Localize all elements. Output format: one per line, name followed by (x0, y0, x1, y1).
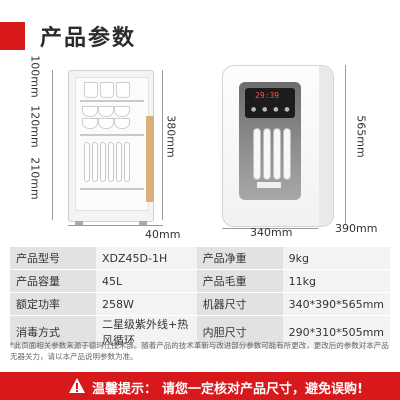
dim-depth-right: 390mm (335, 222, 378, 235)
cabinet-interior (75, 77, 154, 211)
rack (80, 188, 144, 190)
brand-logo (257, 182, 281, 188)
plate (116, 142, 122, 182)
dim-line-left (52, 70, 53, 220)
cup (84, 82, 98, 98)
dim-depth: 40mm (145, 228, 181, 241)
product-illustration: 100mm 120mm 210mm 380mm (0, 55, 400, 241)
plate (124, 142, 130, 182)
cup (116, 82, 130, 98)
dim-line-depth (68, 225, 163, 226)
spec-value: 258W (96, 292, 197, 316)
cutting-board (146, 116, 154, 202)
dim-line-height-right (345, 65, 346, 225)
warning-icon (69, 378, 85, 393)
bowl (82, 118, 98, 129)
bowl (98, 106, 114, 117)
control-panel: 29:39 ● ● ● ● (245, 88, 295, 118)
table-row: 产品型号 XDZ45D-1H 产品净重 9kg (10, 247, 390, 270)
dim-width: 340mm (250, 226, 293, 239)
panel-buttons: ● ● ● ● (251, 106, 292, 113)
rack (80, 134, 144, 136)
dish (263, 128, 271, 180)
table-row: 产品容量 45L 产品毛重 11kg (10, 269, 390, 293)
spec-value: 9kg (282, 247, 390, 270)
cabinet-foot (75, 221, 83, 225)
plate (92, 142, 98, 182)
spec-key: 机器尺寸 (196, 292, 283, 316)
spec-value: 340*390*565mm (282, 292, 390, 316)
cabinet-closed: 29:39 ● ● ● ● (222, 65, 334, 227)
table-row: 额定功率 258W 机器尺寸 340*390*565mm (10, 292, 390, 316)
bowl (114, 106, 130, 117)
spec-key: 产品毛重 (196, 269, 283, 293)
cup (100, 82, 114, 98)
spec-value: XDZ45D-1H (96, 247, 197, 270)
dish (273, 128, 281, 180)
rack (80, 100, 144, 102)
disclaimer-note: *此页面相关参数来源于德玛仕技术部。随着产品的技术革新与改进部分参数可能有所更改… (10, 341, 389, 361)
warm-tip-bar: 温馨提示： 请您一定核对产品尺寸，避免误购! (0, 372, 400, 400)
title-accent-bar (0, 22, 25, 50)
dim-line-width (222, 228, 318, 229)
spec-table: 产品型号 XDZ45D-1H 产品净重 9kg 产品容量 45L 产品毛重 11… (10, 247, 390, 349)
dim-total-height: 380mm (164, 115, 178, 158)
spec-key: 产品净重 (196, 247, 283, 270)
spec-value: 290*310*505mm (282, 315, 390, 349)
bowl (82, 106, 98, 117)
spec-value: 二星级紫外线+热风循环 (96, 315, 197, 349)
cabinet-glass-door: 29:39 ● ● ● ● (239, 82, 301, 200)
spec-value: 45L (96, 269, 197, 293)
cabinet-open (68, 70, 154, 225)
table-row: 消毒方式 二星级紫外线+热风循环 内胆尺寸 290*310*505mm (10, 315, 390, 349)
bowl (98, 118, 114, 129)
dim-height-top: 100mm (28, 55, 42, 98)
spec-value: 11kg (282, 269, 390, 293)
spec-key: 内胆尺寸 (196, 315, 283, 349)
dish (283, 128, 291, 180)
dim-line-total (162, 70, 163, 220)
tip-text: 请您一定核对产品尺寸，避免误购! (162, 382, 363, 397)
cabinet-side (319, 66, 333, 226)
bowl (114, 118, 130, 129)
dim-height-mid: 120mm (28, 105, 42, 148)
plate (100, 142, 106, 182)
spec-key: 额定功率 (10, 292, 96, 316)
plate (84, 142, 90, 182)
dim-height-bottom: 210mm (28, 157, 42, 200)
spec-key: 消毒方式 (10, 315, 96, 349)
spec-key: 产品容量 (10, 269, 96, 293)
plate (108, 142, 114, 182)
page-title: 产品参数 (40, 26, 137, 51)
dim-height-right: 565mm (354, 115, 368, 158)
tip-label: 温馨提示： (92, 382, 158, 397)
display-digits: 29:39 (255, 91, 280, 100)
dish (253, 128, 261, 180)
spec-key: 产品型号 (10, 247, 96, 270)
cabinet-foot (139, 221, 147, 225)
